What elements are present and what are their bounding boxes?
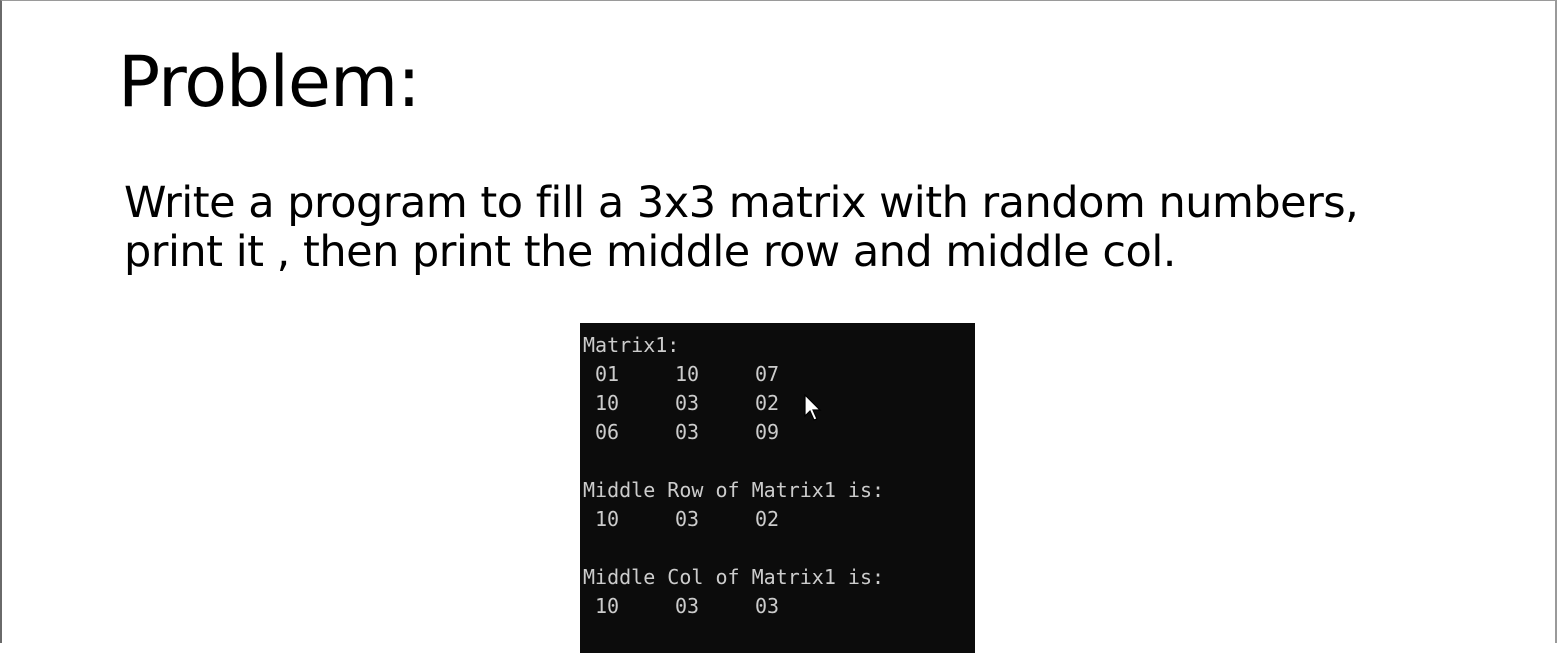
middle-row-values: 10 03 02 — [583, 505, 975, 534]
blank-line — [583, 447, 975, 476]
matrix-row: 01 10 07 — [583, 360, 975, 389]
slide-title: Problem: — [118, 41, 421, 123]
problem-description-line-1: Write a program to fill a 3x3 matrix wit… — [124, 178, 1359, 228]
problem-description: Write a program to fill a 3x3 matrix wit… — [124, 179, 1424, 277]
matrix-cell: 01 — [595, 362, 620, 386]
matrix-cell: 02 — [755, 391, 780, 415]
middle-col-cell: 10 — [595, 594, 620, 618]
middle-row-label: Middle Row of Matrix1 is: — [583, 478, 885, 502]
middle-col-cell: 03 — [675, 594, 700, 618]
middle-row-cell: 03 — [675, 507, 700, 531]
matrix-cell: 03 — [675, 420, 700, 444]
middle-col-cell: 03 — [755, 594, 780, 618]
matrix-cell: 09 — [755, 420, 780, 444]
matrix-cell: 10 — [675, 362, 700, 386]
middle-col-label: Middle Col of Matrix1 is: — [583, 565, 885, 589]
matrix-cell: 06 — [595, 420, 620, 444]
matrix-cell: 03 — [675, 391, 700, 415]
matrix-cell: 10 — [595, 391, 620, 415]
matrix-row: 06 03 09 — [583, 418, 975, 447]
matrix-cell: 07 — [755, 362, 780, 386]
console-output: Matrix1: 01 10 07 10 03 02 06 03 09 Middle Row… — [580, 323, 975, 653]
problem-description-line-2: print it , then print the middle row and… — [124, 227, 1176, 277]
middle-col-values: 10 03 03 — [583, 592, 975, 621]
middle-row-cell: 02 — [755, 507, 780, 531]
mouse-pointer-icon — [804, 394, 822, 421]
matrix-label: Matrix1: — [583, 333, 680, 357]
blank-line — [583, 534, 975, 563]
matrix-row: 10 03 02 — [583, 389, 975, 418]
middle-row-cell: 10 — [595, 507, 620, 531]
